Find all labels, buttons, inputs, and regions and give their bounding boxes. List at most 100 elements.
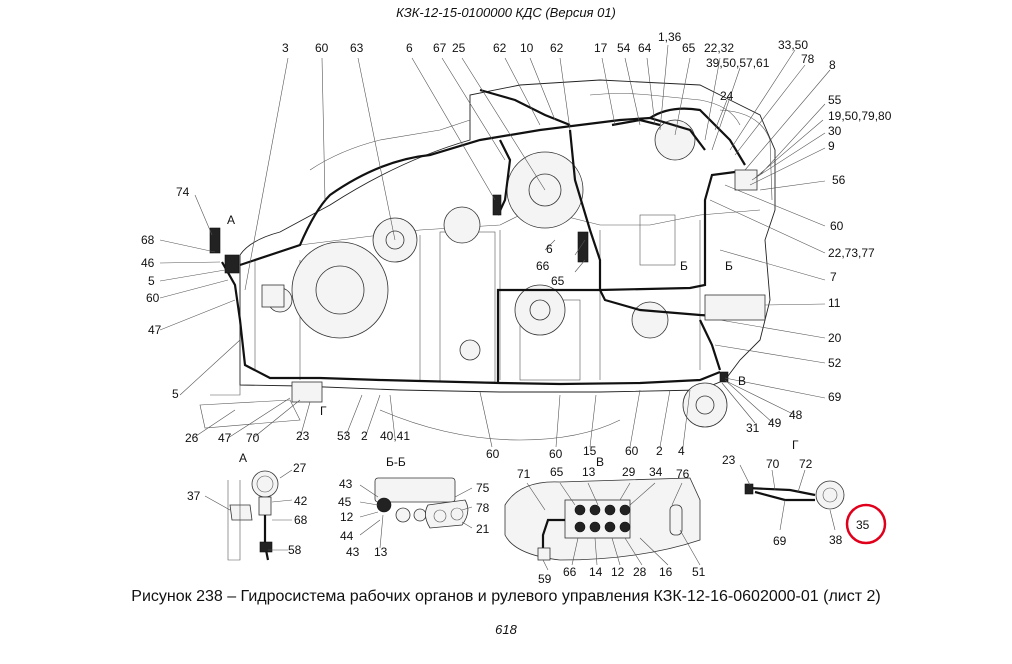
part-label-left-1: 68 <box>141 233 155 247</box>
part-label-top-6: 62 <box>493 41 507 55</box>
part-label-middle-7: А <box>227 213 235 227</box>
part-label-view_bb-6: 75 <box>476 481 490 495</box>
part-label-view_bb-8: 21 <box>476 522 490 536</box>
part-label-right-2: 30 <box>828 124 842 138</box>
part-label-view_a-1: 37 <box>187 489 201 503</box>
part-label-left-15: 60 <box>549 447 563 461</box>
part-label-left-2: 46 <box>141 256 155 270</box>
part-label-view_bb-3: 44 <box>340 529 354 543</box>
part-label-right-14: 31 <box>746 421 760 435</box>
part-label-view_v-11: 16 <box>659 565 673 579</box>
part-label-top-19: 24 <box>720 89 734 103</box>
part-label-left-13: 40,41 <box>380 429 410 443</box>
part-label-right-7: 7 <box>830 270 837 284</box>
detail-view-a <box>204 469 293 561</box>
part-label-left-6: 5 <box>172 387 179 401</box>
part-label-view_v-1: 65 <box>550 465 564 479</box>
part-label-view_v-3: 29 <box>622 465 636 479</box>
part-label-view_v-2: 13 <box>582 465 596 479</box>
part-label-view_g-0: 23 <box>722 453 736 467</box>
part-label-view_a-2: 42 <box>294 494 308 508</box>
part-label-top-13: 65 <box>682 41 696 55</box>
part-label-left-5: 47 <box>148 323 162 337</box>
part-label-top-3: 6 <box>406 41 413 55</box>
part-label-top-18: 8 <box>829 58 836 72</box>
part-label-view_bb-1: 45 <box>338 495 352 509</box>
part-label-view_v-4: 34 <box>649 465 663 479</box>
part-label-top-1: 60 <box>315 41 329 55</box>
part-label-view_v-6: 59 <box>538 572 552 586</box>
part-label-right-13: 49 <box>768 416 782 430</box>
part-label-right-10: 52 <box>828 356 842 370</box>
part-label-view_v-12: 51 <box>692 565 706 579</box>
figure-caption: Рисунок 238 – Гидросистема рабочих орган… <box>131 588 881 605</box>
detail-view-v <box>504 477 701 571</box>
part-label-top-9: 17 <box>594 41 608 55</box>
detail-view-bb <box>359 477 473 549</box>
part-label-right-5: 60 <box>830 219 844 233</box>
part-label-right-9: 20 <box>828 331 842 345</box>
part-label-middle-4: Б <box>725 259 733 273</box>
part-label-left-9: 70 <box>246 431 260 445</box>
part-label-right-0: 55 <box>828 93 842 107</box>
part-label-view_v-5: 76 <box>676 467 690 481</box>
part-label-view_bb-0: 43 <box>339 477 353 491</box>
part-label-top-2: 63 <box>350 41 364 55</box>
part-label-right-6: 22,73,77 <box>828 246 875 260</box>
part-label-top-5: 25 <box>452 41 466 55</box>
part-label-middle-1: 66 <box>536 259 550 273</box>
part-label-left-4: 60 <box>146 291 160 305</box>
part-label-view_bb-7: 78 <box>476 501 490 515</box>
part-label-left-7: 26 <box>185 431 199 445</box>
part-label-left-14: 60 <box>486 447 500 461</box>
part-label-view_a-4: 58 <box>288 543 302 557</box>
part-label-view_g-3: 69 <box>773 534 787 548</box>
part-label-section_titles-2: В <box>596 455 604 469</box>
part-label-top-10: 54 <box>617 41 631 55</box>
part-label-top-4: 67 <box>433 41 447 55</box>
document-header: КЗК-12-15-0100000 КДС (Версия 01) <box>396 5 616 20</box>
part-label-top-7: 10 <box>520 41 534 55</box>
part-label-view_bb-5: 13 <box>374 545 388 559</box>
part-label-view_v-8: 14 <box>589 565 603 579</box>
part-label-middle-5: В <box>738 374 746 388</box>
page-number: 618 <box>495 622 517 637</box>
hydraulic-components <box>209 169 766 403</box>
part-label-view_g-2: 72 <box>799 457 813 471</box>
part-label-left-18: 2 <box>656 444 663 458</box>
part-label-left-11: 53 <box>337 429 351 443</box>
part-label-section_titles-3: Г <box>792 438 799 452</box>
part-label-right-12: 48 <box>789 408 803 422</box>
part-label-view_a-0: 27 <box>293 461 307 475</box>
part-label-view_g-4: 38 <box>829 533 843 547</box>
part-label-view_g-1: 70 <box>766 457 780 471</box>
part-label-view_v-9: 12 <box>611 565 625 579</box>
part-label-middle-2: 65 <box>551 274 565 288</box>
part-label-top-15: 39,50,57,61 <box>706 56 770 70</box>
detail-view-g <box>739 464 845 531</box>
part-label-view_a-3: 68 <box>294 513 308 527</box>
machine-body-outline <box>199 79 776 429</box>
part-label-top-17: 78 <box>801 52 815 66</box>
part-label-view_bb-2: 12 <box>340 510 354 524</box>
part-label-middle-0: 6 <box>546 242 553 256</box>
highlighted-part-label: 35 <box>856 518 870 532</box>
part-label-left-16: 15 <box>583 444 597 458</box>
part-label-view_v-10: 28 <box>633 565 647 579</box>
part-label-left-0: 74 <box>176 185 190 199</box>
part-label-view_v-0: 71 <box>517 467 531 481</box>
part-label-right-11: 69 <box>828 390 842 404</box>
part-label-middle-3: Б <box>680 259 688 273</box>
part-label-top-12: 1,36 <box>658 30 682 44</box>
part-label-left-8: 47 <box>218 431 232 445</box>
part-label-top-0: 3 <box>282 41 289 55</box>
part-label-section_titles-1: Б-Б <box>386 455 406 469</box>
highlight-circle <box>845 503 887 545</box>
part-label-left-17: 60 <box>625 444 639 458</box>
part-label-right-1: 19,50,79,80 <box>828 109 892 123</box>
part-label-top-16: 33,50 <box>778 38 808 52</box>
part-label-section_titles-0: А <box>239 451 247 465</box>
part-label-view_bb-4: 43 <box>346 545 360 559</box>
part-label-top-14: 22,32 <box>704 41 734 55</box>
